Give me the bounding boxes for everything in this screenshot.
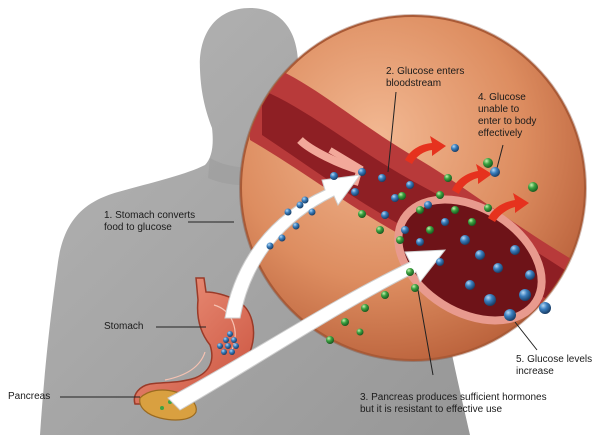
glucose-dot	[504, 309, 516, 321]
hormone-dot	[483, 158, 493, 168]
glucose-dot	[493, 263, 503, 273]
glucose-dot	[441, 218, 449, 226]
label-glucose-enters: 2. Glucose enters bloodstream	[386, 66, 465, 89]
hormone-particles	[326, 158, 538, 344]
hormone-dot	[341, 318, 349, 326]
hormone-dot	[528, 182, 538, 192]
glucose-dot	[301, 196, 309, 204]
glucose-dot	[278, 234, 286, 242]
hormone-dot	[361, 304, 369, 312]
hormone-dot	[436, 191, 444, 199]
glucose-dot	[510, 245, 520, 255]
glucose-dot	[233, 343, 239, 349]
glucose-dot	[475, 250, 485, 260]
glucose-dot	[358, 168, 366, 176]
glucose-dot	[225, 343, 231, 349]
glucose-dot	[284, 208, 292, 216]
glucose-dot	[451, 144, 459, 152]
hormone-dot	[468, 218, 476, 226]
glucose-dot	[539, 302, 551, 314]
label-stomach: Stomach	[104, 321, 144, 332]
hormone-dot	[376, 226, 384, 234]
label-glucose-unable: 4. Glucose unable to enter to body effec…	[478, 92, 537, 139]
glucose-dot	[436, 258, 444, 266]
glucose-dot	[465, 280, 475, 290]
label-stomach-converts: 1. Stomach converts food to glucose	[104, 210, 196, 233]
hormone-dot	[356, 328, 364, 336]
hormone-dot	[411, 284, 419, 292]
hormone-dot	[444, 174, 452, 182]
glucose-dot	[217, 343, 223, 349]
glucose-dot	[229, 349, 235, 355]
glucose-dot	[519, 289, 531, 301]
glucose-dot	[381, 211, 389, 219]
glucose-dot	[296, 201, 304, 209]
glucose-dot	[378, 174, 386, 182]
callout-lines	[60, 91, 538, 398]
glucose-dot	[391, 194, 399, 202]
glucose-dot	[460, 235, 470, 245]
glucose-dot	[308, 208, 316, 216]
zoom-circle	[239, 14, 587, 362]
glucose-dot	[223, 337, 229, 343]
glucose-dot	[266, 242, 274, 250]
hormone-dot	[326, 336, 334, 344]
hormone-dot	[398, 192, 406, 200]
glucose-dot	[292, 222, 300, 230]
glucose-particles	[217, 144, 551, 355]
hormone-dot	[381, 291, 389, 299]
glucose-dot	[490, 167, 500, 177]
glucose-dot	[351, 188, 359, 196]
hormone-dot	[406, 268, 414, 276]
glucose-dot	[330, 172, 338, 180]
label-pancreas-produces: 3. Pancreas produces sufficient hormones…	[360, 392, 547, 415]
glucose-dot	[416, 238, 424, 246]
escape-arrows	[405, 136, 529, 222]
hormone-dot	[416, 206, 424, 214]
glucose-dot	[406, 181, 414, 189]
hormone-dot	[358, 210, 366, 218]
hormone-dot	[484, 204, 492, 212]
glucose-dot	[424, 201, 432, 209]
glucose-dot	[221, 349, 227, 355]
glucose-dot	[525, 270, 535, 280]
glucose-dot	[231, 337, 237, 343]
label-pancreas: Pancreas	[8, 391, 51, 402]
glucose-dot	[484, 294, 496, 306]
hormone-dot	[396, 236, 404, 244]
hormone-dot	[426, 226, 434, 234]
glucose-dot	[401, 226, 409, 234]
label-glucose-levels: 5. Glucose levels increase	[516, 354, 593, 377]
hormone-dot	[451, 206, 459, 214]
glucose-dot	[227, 331, 233, 337]
